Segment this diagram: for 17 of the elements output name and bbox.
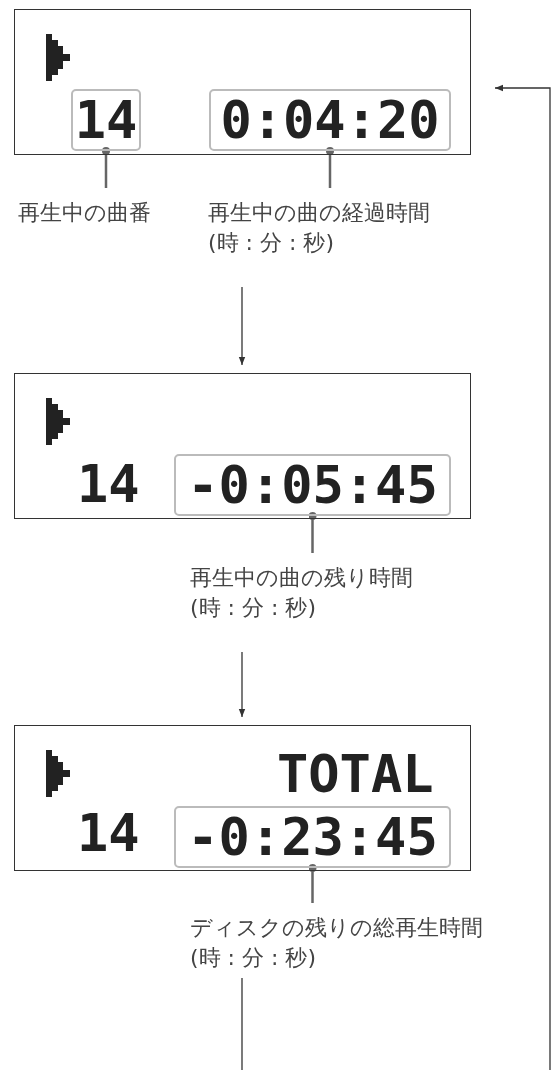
display-text: TOTAL [277,746,434,802]
display-text: 14 [77,805,140,861]
display-screen [14,373,471,519]
display-readout: 14 [74,92,138,148]
callout-text: 再生中の曲番 [18,198,168,232]
highlight-frame [174,454,451,516]
callout-text: 再生中の曲の経過時間(時 : 分 : 秒) [208,198,443,262]
display-readout: -0:23:45 [187,809,438,865]
display-text: 14 [77,456,140,512]
display-screen [14,9,471,155]
callout-text: ディスクの残りの総再生時間(時 : 分 : 秒) [190,913,485,977]
display-readout: -0:05:45 [187,457,438,513]
display-readout: 0:04:20 [220,92,440,148]
display-screen [14,725,471,871]
highlight-frame [174,806,451,868]
callout-text: 再生中の曲の残り時間(時 : 分 : 秒) [190,563,425,627]
highlight-frame [209,89,451,151]
